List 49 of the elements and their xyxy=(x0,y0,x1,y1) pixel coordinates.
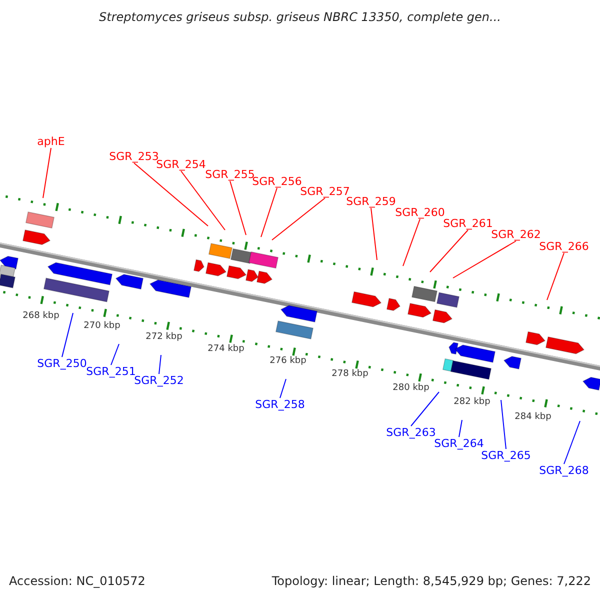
position-label: 276 kbp xyxy=(270,355,306,368)
position-label: 272 kbp xyxy=(146,331,182,344)
leader-line xyxy=(452,240,516,278)
leader-line xyxy=(180,170,226,230)
gene-label: SGR_258 xyxy=(255,398,305,411)
leader-line xyxy=(272,198,326,240)
leader-line xyxy=(62,312,74,358)
gene-label: SGR_257 xyxy=(300,185,350,198)
leader-line xyxy=(260,188,278,238)
gene-label: SGR_263 xyxy=(386,426,436,439)
gene-label: SGR_252 xyxy=(134,374,184,387)
leader-line xyxy=(546,252,564,300)
title: Streptomyces griseus subsp. griseus NBRC 13350, complete gen... xyxy=(99,11,501,24)
gene-label: SGR_265 xyxy=(481,449,531,462)
gene-label: SGR_264 xyxy=(434,437,484,450)
position-label: 280 kbp xyxy=(392,382,430,395)
leader-line xyxy=(280,378,286,398)
leader-line xyxy=(42,148,52,198)
gene-label: SGR_266 xyxy=(539,240,589,253)
leader-line xyxy=(500,400,506,450)
leader-line xyxy=(134,162,208,226)
gene-label: SGR_262 xyxy=(491,228,541,241)
leader-line xyxy=(402,218,420,266)
position-label: 284 kbp xyxy=(514,411,552,424)
gene-label: SGR_260 xyxy=(395,206,445,219)
leader-line xyxy=(370,208,378,260)
gene-label: SGR_254 xyxy=(156,158,206,171)
leader-line xyxy=(564,420,580,464)
position-label: 270 kbp xyxy=(84,320,120,333)
footer-text: Accession: NC_010572 xyxy=(9,575,146,588)
leader-line xyxy=(410,392,440,426)
leader-line xyxy=(230,180,246,236)
position-label: 282 kbp xyxy=(454,396,490,409)
leader-line xyxy=(430,230,468,272)
gene-label: SGR_255 xyxy=(205,168,255,181)
gene-label: SGR_251 xyxy=(86,365,136,378)
leader-line xyxy=(110,344,120,366)
gene-label: SGR_261 xyxy=(443,217,493,230)
position-label: 268 kbp xyxy=(22,310,60,323)
position-label: 278 kbp xyxy=(332,368,368,381)
gene-label: SGR_259 xyxy=(346,195,396,208)
leader-line xyxy=(158,354,162,374)
position-label: 274 kbp xyxy=(208,343,244,356)
gene-label: SGR_250 xyxy=(37,357,87,370)
gene-label: SGR_253 xyxy=(109,150,159,163)
footer-text: Topology: linear; Length: 8,545,929 bp; Genes: 7,222 xyxy=(272,575,591,588)
gene-label: aphE xyxy=(37,135,65,148)
leader-line xyxy=(458,420,462,438)
gene-label: SGR_268 xyxy=(539,464,589,477)
